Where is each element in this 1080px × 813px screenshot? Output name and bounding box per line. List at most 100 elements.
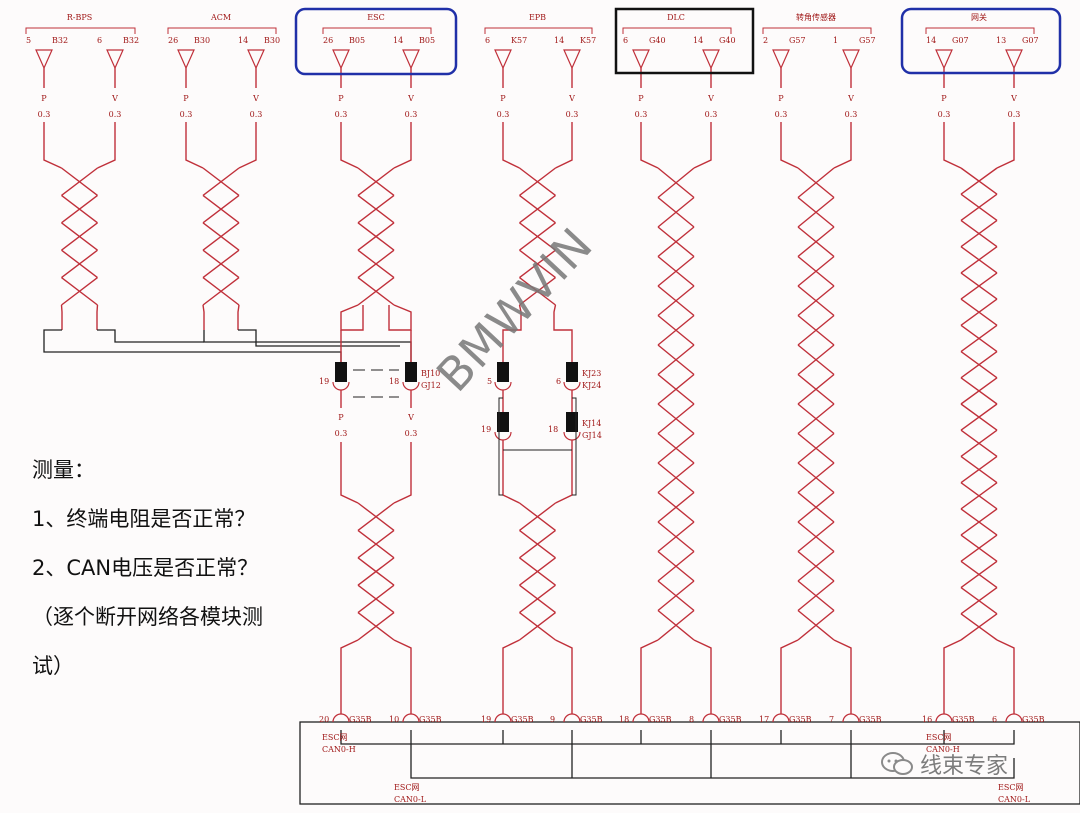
- module-epb-twist-strand-b-2: [519, 222, 556, 251]
- measurement-notes: 测量： 1、终端电阻是否正常？ 2、CAN电压是否正常？ （逐个断开网络各模块测…: [32, 446, 332, 691]
- module-acm-left-converge: [185, 122, 204, 169]
- module-rbps-title: R-BPS: [67, 13, 92, 22]
- module-gw-left-pin: 14: [926, 36, 936, 45]
- module-epb-left-gauge: 0.3: [497, 110, 510, 119]
- module-dlc-left-gauge: 0.3: [635, 110, 648, 119]
- module-esc-left-pin: 26: [323, 36, 333, 45]
- module-dlc-right-out: [693, 639, 712, 714]
- bus-low-label-b: CAN0-L: [394, 795, 427, 804]
- module-gw-twist-strand-b-1: [960, 193, 998, 222]
- module-epb-right-pin-terminal: [563, 49, 581, 70]
- bottom-pin-conn-5: G35B: [719, 715, 742, 724]
- bottom-pin-socket-1: [402, 713, 420, 723]
- module-sas-right-gauge: 0.3: [845, 110, 858, 119]
- module-acm-right-conn: B30: [264, 36, 280, 45]
- module-esc-out-right-stub: [388, 304, 412, 331]
- module-esc-left-converge: [340, 122, 359, 169]
- module-gw-left-conn: G07: [952, 36, 969, 45]
- esc-connector-right-socket: [402, 381, 420, 391]
- module-acm-left-pin: 26: [168, 36, 178, 45]
- module-gw-bracket: [925, 27, 1035, 34]
- bus-low-right-label-a: ESC网: [998, 783, 1023, 792]
- module-rbps-right-pin: 6: [97, 36, 102, 45]
- module-rbps-right-color: V: [111, 94, 118, 103]
- module-acm-right-pin: 14: [238, 36, 248, 45]
- bottom-pin-number-4: 18: [619, 715, 629, 724]
- module-sas-twist-strand-b-9: [797, 432, 835, 464]
- bottom-pin-conn-8: G35B: [952, 715, 975, 724]
- esc-connector-right-block: [405, 362, 417, 382]
- epb-connector-lower-left-socket: [494, 431, 512, 441]
- esc-lower-right-color: V: [407, 413, 414, 422]
- epb-connector-lower-right-socket: [563, 431, 581, 441]
- epb-lower-left-out: [502, 639, 520, 714]
- module-acm-out-right: [237, 304, 240, 330]
- module-sas-left-pin-terminal: [772, 49, 790, 70]
- notes-item-2: 2、CAN电压是否正常？: [32, 556, 259, 580]
- module-rbps-right-gauge: 0.3: [109, 110, 122, 119]
- bottom-pin-conn-9: G35B: [1022, 715, 1045, 724]
- module-gw-twist-strand-b-4: [960, 272, 998, 300]
- module-acm-right-converge: [238, 122, 257, 169]
- esc-lower-right-converge: [393, 442, 412, 504]
- epb-upper-label-a: KJ23: [582, 369, 601, 378]
- bottom-pin-socket-5: [702, 713, 720, 723]
- esc-lower-right-gauge: 0.3: [405, 429, 418, 438]
- epb-lower-label-b: GJ14: [582, 431, 602, 440]
- bottom-pin-number-9: 6: [992, 715, 997, 724]
- module-esc-right-pin: 14: [393, 36, 403, 45]
- wechat-icon: [881, 752, 913, 775]
- module-esc-twist-strand-b-2: [357, 222, 395, 251]
- module-esc-title: ESC: [367, 13, 384, 22]
- module-gw-right-color: V: [1010, 94, 1017, 103]
- esc-connector-left-socket: [332, 381, 350, 391]
- bottom-pin-socket-4: [632, 713, 650, 723]
- module-gw-right-pin-terminal: [1005, 49, 1023, 70]
- module-sas-right-converge: [833, 122, 852, 169]
- bottom-pin-socket-2: [494, 713, 512, 723]
- brand-logo: 线束专家: [880, 748, 1008, 780]
- module-sas-twist-strand-b-10: [797, 462, 835, 494]
- epb-connector-upper-right-block: [566, 362, 578, 382]
- module-gw-left-gauge: 0.3: [938, 110, 951, 119]
- module-sas-twist-strand-b-3: [797, 255, 835, 287]
- epb-lower-right-out: [555, 639, 573, 714]
- bus-high-right-label-a: ESC网: [926, 733, 951, 742]
- module-esc-left-conn: B05: [349, 36, 365, 45]
- module-rbps-left-pin: 5: [26, 36, 31, 45]
- bottom-pin-conn-4: G35B: [649, 715, 672, 724]
- module-acm-twist-strand-b-2: [202, 222, 240, 251]
- bottom-pin-conn-2: G35B: [511, 715, 534, 724]
- epb-upper-label-b: KJ24: [582, 381, 601, 390]
- epb-connector-lower-right-block: [566, 412, 578, 432]
- notes-paren-2: 试）: [32, 654, 74, 678]
- epb-connector-upper-left-socket: [494, 381, 512, 391]
- module-esc-twist-strand-b-1: [357, 194, 395, 224]
- module-sas-twist-strand-b-14: [797, 580, 835, 612]
- module-sas-twist-strand-b-12: [797, 521, 835, 553]
- epb-upper-right-pin: 6: [556, 377, 561, 386]
- module-epb-twist-strand-b-3: [519, 249, 556, 279]
- module-esc-left-color: P: [338, 94, 344, 103]
- epb-lower-left-converge: [502, 440, 520, 504]
- module-dlc-twist-strand-b-2: [657, 226, 695, 258]
- module-esc-twist-strand-b-4: [357, 277, 395, 306]
- module-gw-twist-strand-b-5: [960, 298, 998, 326]
- bottom-pin-number-5: 8: [689, 715, 694, 724]
- module-acm-title: ACM: [210, 13, 231, 22]
- module-epb-left-color: P: [500, 94, 506, 103]
- module-esc-right-pin-terminal: [402, 49, 420, 70]
- module-gw-twist-strand-b-0: [960, 167, 998, 195]
- module-acm-out-left: [202, 304, 205, 330]
- module-dlc-right-conn: G40: [719, 36, 736, 45]
- module-dlc-twist-strand-b-9: [657, 432, 695, 464]
- module-sas-twist-strand-b-13: [797, 550, 835, 582]
- module-sas-bracket: [762, 27, 872, 34]
- bottom-pin-conn-0: G35B: [349, 715, 372, 724]
- notes-title: 测量：: [32, 458, 95, 482]
- module-esc-right-conn: B05: [419, 36, 435, 45]
- module-dlc-twist-strand-b-3: [657, 255, 695, 287]
- module-gw-left-pin-terminal: [935, 49, 953, 70]
- epb-connector-upper-left-block: [497, 362, 509, 382]
